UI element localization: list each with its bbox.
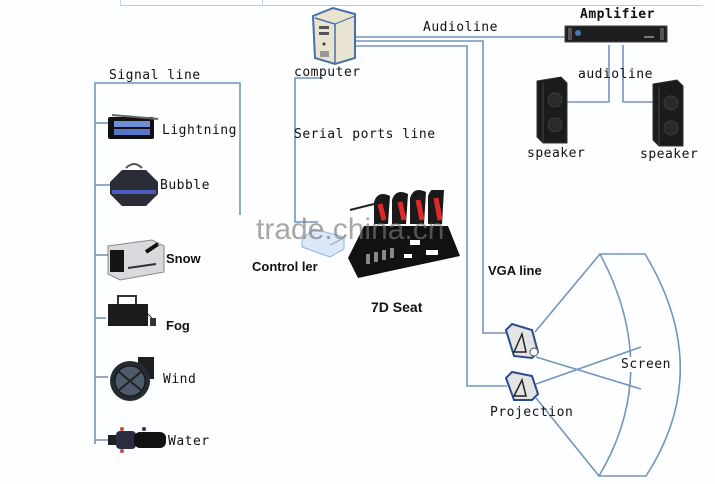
audioline-speakers-label: audioline	[578, 67, 653, 82]
effect-label-bubble: Bubble	[160, 178, 210, 193]
computer-tower-icon	[311, 6, 356, 66]
effect-label-wind: Wind	[163, 372, 197, 387]
bubble-machine-icon	[110, 163, 158, 206]
controller-label: Control ler	[252, 259, 318, 274]
serial-ports-line	[294, 77, 323, 223]
projection-beam	[535, 356, 642, 390]
controller-icon	[301, 228, 345, 258]
fog-machine-icon	[108, 295, 156, 326]
fan-blower-icon	[110, 357, 154, 401]
projection-label: Projection	[490, 405, 574, 420]
strobe-light-icon	[108, 114, 159, 139]
amplifier-label: Amplifier	[580, 7, 655, 22]
watermark-text: trade.china.cn	[256, 213, 445, 246]
audioline-speaker-right	[622, 45, 655, 103]
effect-label-snow: Snow	[166, 251, 201, 266]
amplifier-icon	[564, 25, 668, 43]
vga-line-label: VGA line	[488, 263, 542, 278]
top-frame-fragment	[120, 0, 263, 6]
effect-label-lightning: Lightning	[162, 123, 237, 138]
projector-icon	[504, 322, 540, 360]
top-frame-fragment	[262, 0, 703, 6]
computer-label: computer	[294, 65, 361, 80]
audioline-top-label: Audioline	[423, 20, 498, 35]
speaker-left-label: speaker	[527, 146, 586, 161]
motion-seat-icon	[348, 190, 460, 278]
signal-line-label: Signal line	[109, 68, 201, 83]
vga-line-1	[355, 40, 507, 334]
speaker-right-icon	[652, 79, 684, 147]
projection-beam	[535, 346, 642, 385]
speaker-right-label: speaker	[640, 147, 699, 162]
projector-icon	[504, 370, 540, 401]
projection-beam	[535, 397, 600, 477]
seat-label: 7D Seat	[371, 299, 423, 315]
screen-label: Screen	[621, 357, 671, 372]
water-pump-icon	[108, 427, 166, 453]
audioline-speaker-left	[567, 45, 610, 103]
screen-outline	[597, 253, 682, 477]
serial-ports-line-label: Serial ports line	[294, 127, 436, 142]
snow-machine-icon	[107, 239, 165, 281]
signal-line-left-bus	[94, 82, 241, 444]
speaker-left-icon	[536, 76, 568, 144]
projection-beam	[534, 253, 601, 333]
vga-line-2	[355, 45, 507, 387]
effect-label-fog: Fog	[166, 318, 190, 333]
effect-label-water: Water	[168, 434, 210, 449]
